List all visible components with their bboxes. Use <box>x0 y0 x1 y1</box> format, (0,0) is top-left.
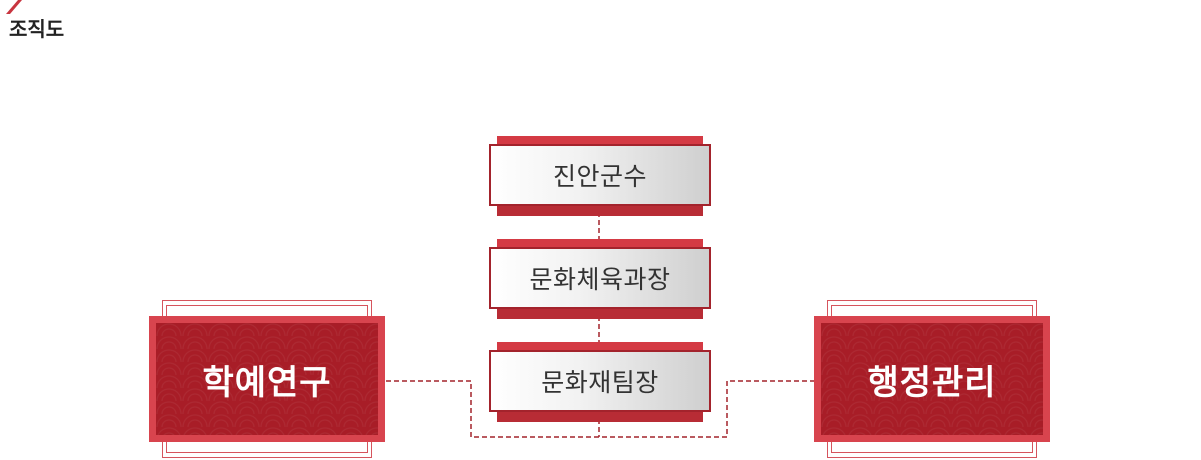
division-label: 학예연구 <box>156 323 378 435</box>
page-title: 조직도 <box>9 17 65 41</box>
division-label: 행정관리 <box>821 323 1043 435</box>
org-node-label: 문화재팀장 <box>489 350 711 412</box>
org-node-label: 문화체육과장 <box>489 247 711 309</box>
node-tab-top <box>497 342 703 352</box>
org-division-administration[interactable]: 행정관리 <box>814 300 1050 460</box>
org-node-label: 진안군수 <box>489 144 711 206</box>
org-node-heritage-team-lead[interactable]: 문화재팀장 <box>489 342 711 422</box>
corner-accent-icon <box>6 0 22 14</box>
node-tab-bottom <box>497 206 703 216</box>
org-division-curatorial[interactable]: 학예연구 <box>149 300 385 460</box>
org-node-culture-sports-director[interactable]: 문화체육과장 <box>489 239 711 319</box>
node-tab-top <box>497 136 703 146</box>
node-tab-top <box>497 239 703 249</box>
node-tab-bottom <box>497 309 703 319</box>
node-tab-bottom <box>497 412 703 422</box>
org-node-governor[interactable]: 진안군수 <box>489 136 711 216</box>
